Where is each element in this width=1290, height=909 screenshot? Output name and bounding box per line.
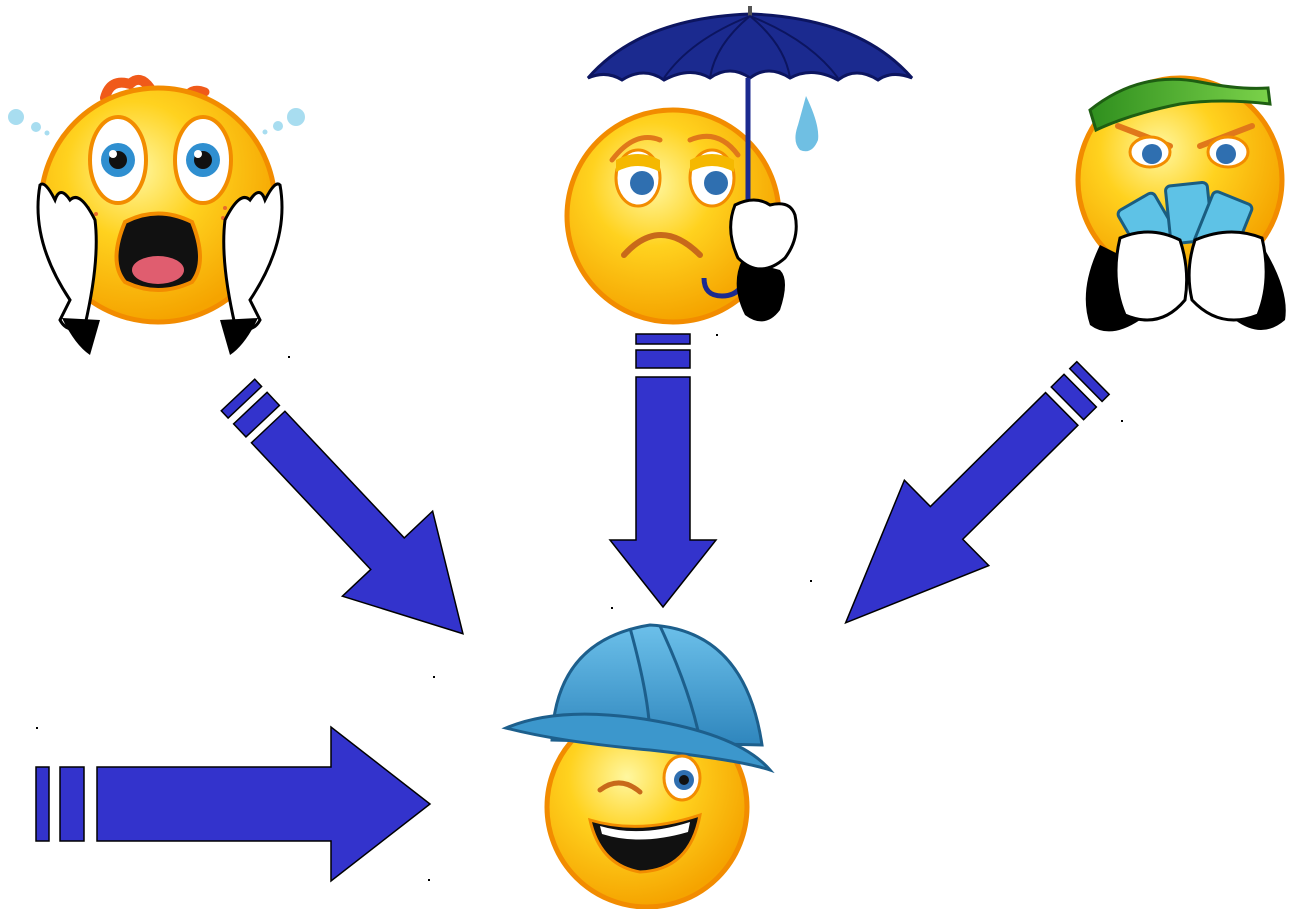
stray-dot — [716, 334, 718, 336]
arrow-stripe — [60, 767, 84, 841]
arrow-stripe — [636, 334, 690, 344]
stray-dot — [288, 356, 290, 358]
stray-dot — [433, 676, 435, 678]
winking-face-with-hard-hat-icon — [506, 625, 770, 907]
stray-dot — [428, 879, 430, 881]
arrow-body — [223, 385, 508, 677]
hand-icon — [1116, 232, 1187, 320]
sweat-drop-icon — [287, 108, 305, 126]
hand-icon — [731, 200, 797, 269]
scared-face-icon — [8, 80, 305, 355]
arrow-body — [610, 377, 716, 607]
sweat-drop-icon — [8, 109, 24, 125]
sweat-drop-icon — [273, 121, 283, 131]
sly-face-holding-cards-icon — [1078, 78, 1286, 331]
arrow-body — [803, 366, 1103, 665]
hard-hat-icon — [506, 625, 770, 770]
hand-icon — [38, 184, 100, 355]
stray-dot — [1121, 420, 1123, 422]
arrow-input-to-happy — [36, 727, 430, 881]
stray-dot — [810, 580, 812, 582]
arrow-stripe — [636, 350, 690, 368]
arrow-scared-to-happy — [193, 352, 508, 676]
raindrop-icon — [795, 96, 818, 151]
stray-dot — [611, 607, 613, 609]
arrow-sly-to-happy — [803, 335, 1135, 665]
sweat-drop-icon — [45, 131, 50, 136]
sweat-drop-icon — [31, 122, 41, 132]
arrow-body — [97, 727, 430, 881]
sad-face-with-umbrella-icon — [567, 6, 912, 322]
arrow-stripe — [36, 767, 49, 841]
hand-icon — [1189, 232, 1266, 320]
umbrella-icon — [588, 14, 912, 80]
hand-icon — [220, 184, 282, 355]
sweat-drop-icon — [263, 130, 268, 135]
arrow-sad-to-happy — [610, 334, 716, 607]
stray-dot — [36, 727, 38, 729]
